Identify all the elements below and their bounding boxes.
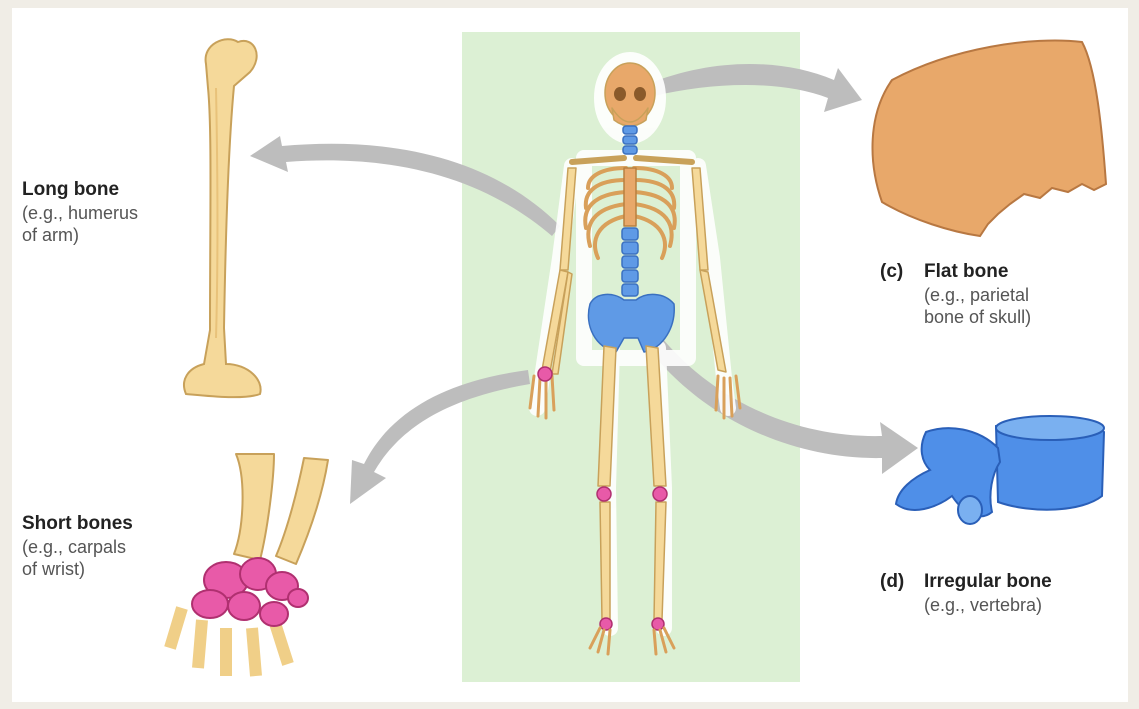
flat-bone-desc-1: (e.g., parietal <box>880 284 1031 307</box>
irregular-bone-tag: (d) <box>880 570 924 594</box>
flat-bone-tag: (c) <box>880 260 924 284</box>
short-bones-desc-2: of wrist) <box>22 558 133 581</box>
diagram-canvas: Long bone (e.g., humerus of arm) Short b… <box>12 8 1128 702</box>
left-patella-marker <box>597 487 611 501</box>
wrist-carpals-icon <box>170 454 328 676</box>
long-bone-desc-2: of arm) <box>22 224 138 247</box>
lumbar-spine <box>622 228 638 296</box>
humerus-bone-icon <box>184 39 261 397</box>
label-irregular-bone: (d)Irregular bone (e.g., vertebra) <box>880 570 1052 616</box>
label-short-bones: Short bones (e.g., carpals of wrist) <box>22 512 133 581</box>
label-long-bone: Long bone (e.g., humerus of arm) <box>22 178 138 247</box>
irregular-bone-title: Irregular bone <box>924 571 1052 592</box>
short-bones-desc-1: (e.g., carpals <box>22 536 133 559</box>
irregular-bone-desc-1: (e.g., vertebra) <box>880 594 1052 617</box>
right-ankle-marker <box>652 618 664 630</box>
vertebra-bone-icon <box>896 416 1104 524</box>
flat-bone-desc-2: bone of skull) <box>880 306 1031 329</box>
parietal-bone-icon <box>873 41 1106 236</box>
short-bones-title: Short bones <box>22 512 133 536</box>
long-bone-title: Long bone <box>22 178 138 202</box>
long-bone-desc-1: (e.g., humerus <box>22 202 138 225</box>
flat-bone-title: Flat bone <box>924 261 1008 282</box>
right-patella-marker <box>653 487 667 501</box>
label-flat-bone: (c)Flat bone (e.g., parietal bone of sku… <box>880 260 1031 329</box>
cervical-spine <box>623 126 637 154</box>
wrist-carpal-marker <box>538 367 552 381</box>
left-ankle-marker <box>600 618 612 630</box>
